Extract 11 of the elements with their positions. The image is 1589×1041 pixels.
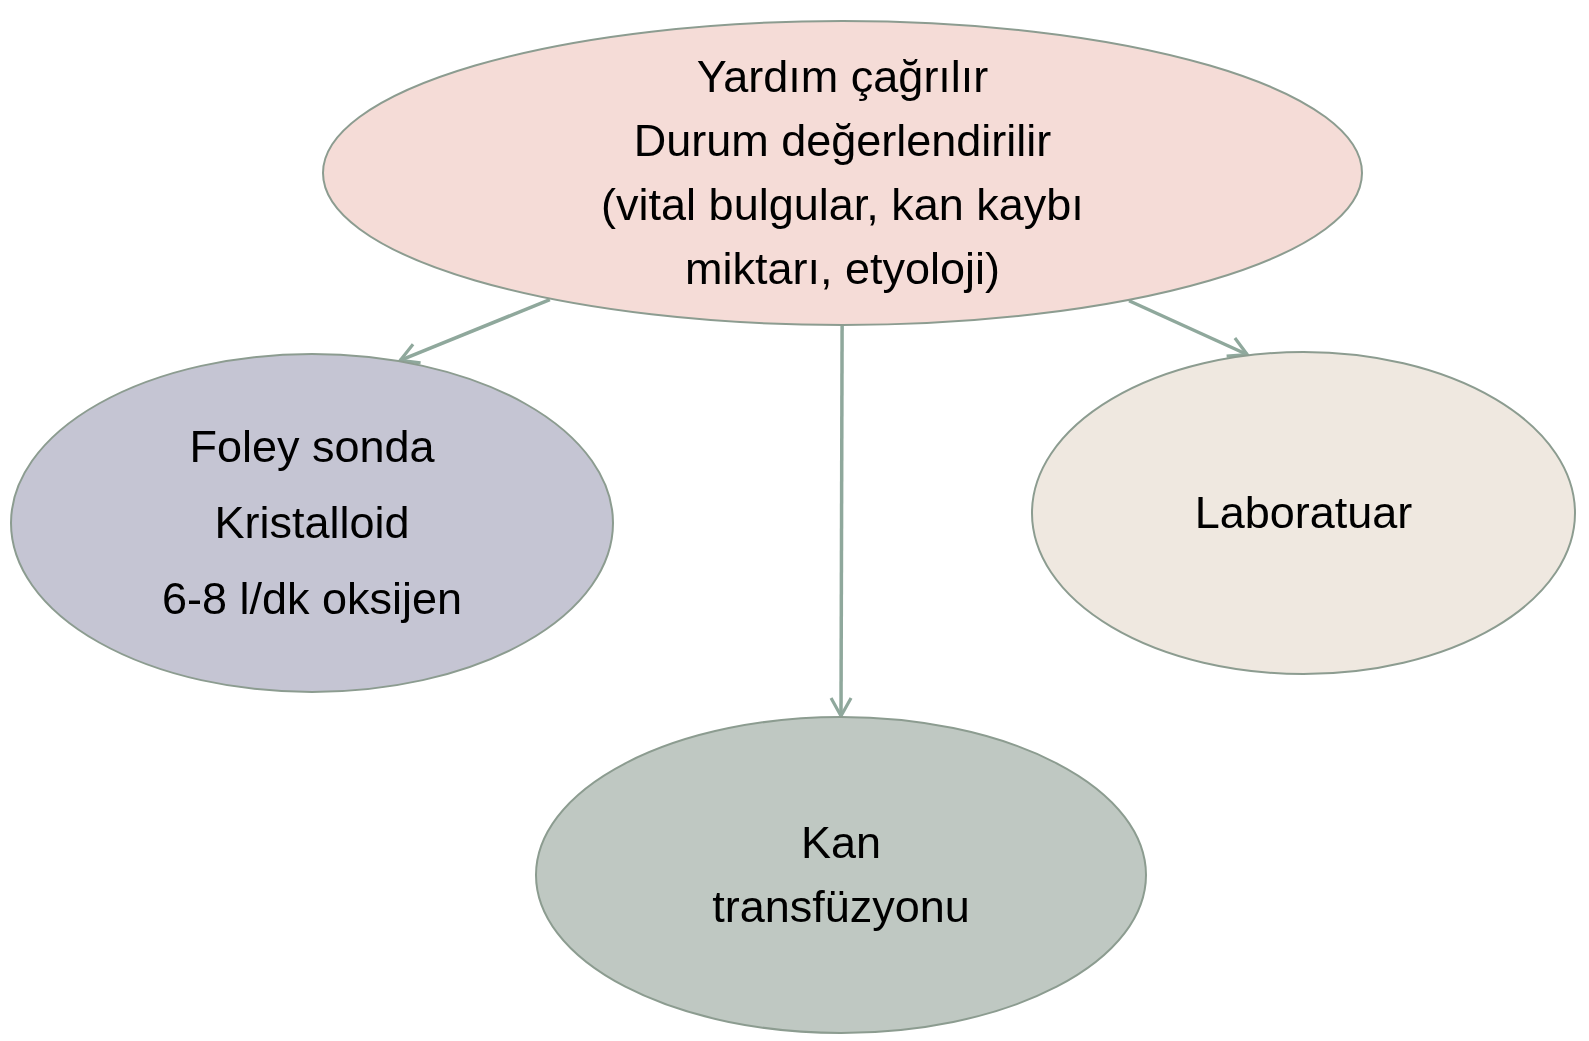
node-text: Durum değerlendirilir bbox=[633, 114, 1052, 168]
arrow bbox=[398, 297, 551, 365]
node-text: Kan transfüzyonu bbox=[711, 816, 971, 934]
node-text: (vital bulgular, kan kaybı miktarı, etyoloji) bbox=[600, 178, 1085, 296]
node-text: Foley sonda bbox=[189, 420, 435, 474]
node-text: Kristalloid bbox=[214, 496, 410, 550]
node-text: 6-8 l/dk oksijen bbox=[161, 572, 463, 626]
arrow bbox=[829, 326, 853, 718]
arrow bbox=[1128, 299, 1249, 358]
node-text: Laboratuar bbox=[1194, 486, 1413, 540]
node-text: Yardım çağrılır bbox=[696, 50, 989, 104]
